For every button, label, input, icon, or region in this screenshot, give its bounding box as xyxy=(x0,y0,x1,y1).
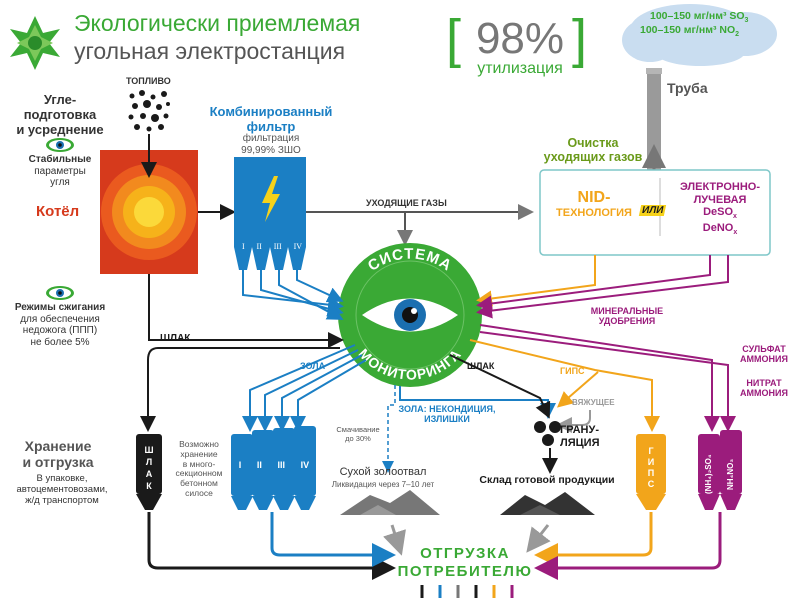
ammonium-nitrate-formula: NH₄NO₃ xyxy=(726,458,735,490)
storage-subtitle: В упаковке,автоцементовозами,ж/д транспо… xyxy=(16,473,108,506)
or-badge: ИЛИ xyxy=(638,205,667,216)
logo-icon xyxy=(10,16,60,70)
slag-silo xyxy=(136,434,162,510)
ammonium-sulfate-formula: (NH₄)₂SO₄ xyxy=(704,454,713,494)
flue-gas-label: УХОДЯЩИЕ ГАЗЫ xyxy=(366,198,447,208)
dump-liquidation-label: Ликвидация через 7–10 лет xyxy=(331,480,435,489)
ebeam-technology: ЭЛЕКТРОННО-ЛУЧЕВАЯ DeSOx DeNOx xyxy=(679,181,761,236)
monitoring-system xyxy=(338,243,482,387)
granulation-label: ГРАНУ-ЛЯЦИЯ xyxy=(560,424,600,449)
no2-emission: 100–150 мг/нм³ NO2 xyxy=(640,24,740,39)
nid-technology: NID-ТЕХНОЛОГИЯ xyxy=(556,189,632,220)
emission-cloud xyxy=(622,4,777,66)
coal-particles xyxy=(128,90,170,132)
lightning-icon xyxy=(262,176,280,222)
zola-label: ЗОЛА xyxy=(300,361,326,371)
eye-icon-top xyxy=(46,138,74,152)
slag-label-left: ШЛАК xyxy=(160,333,191,344)
boiler-label: Котёл xyxy=(36,203,80,220)
fuel-label: ТОПЛИВО xyxy=(126,76,171,86)
so3-emission: 100–150 мг/нм³ SO3 xyxy=(650,10,749,25)
bracket-left: [ xyxy=(446,9,462,69)
page-title: Экологически приемлемая xyxy=(74,10,361,36)
warehouse-pile xyxy=(500,492,595,515)
warehouse-label: Склад готовой продукции xyxy=(479,474,615,486)
dry-dump-label: Сухой золоотвал xyxy=(339,466,427,478)
gips-silo xyxy=(636,434,666,510)
consumer-arrows xyxy=(420,585,514,598)
binder-label: ВЯЖУЩЕЕ xyxy=(572,398,615,407)
fertilizer-silos xyxy=(698,430,742,510)
utilization-label: утилизация xyxy=(477,60,563,77)
slag-label-right: ШЛАК xyxy=(467,361,495,371)
gips-label: ГИПС xyxy=(560,366,585,376)
page-subtitle: угольная электростанция xyxy=(74,38,346,64)
utilization-percent: 98% xyxy=(475,14,565,63)
pipe-label: Труба xyxy=(667,80,708,96)
granulation-icon xyxy=(534,421,561,446)
dry-dump-pile xyxy=(340,490,440,515)
zola-noncond-label: ЗОЛА: НЕКОНДИЦИЯ,ИЗЛИШКИ xyxy=(398,404,496,425)
eye-icon-bottom xyxy=(46,286,74,300)
ash-silos xyxy=(231,426,316,510)
bracket-right: ] xyxy=(572,9,588,69)
combined-filter xyxy=(234,157,306,270)
